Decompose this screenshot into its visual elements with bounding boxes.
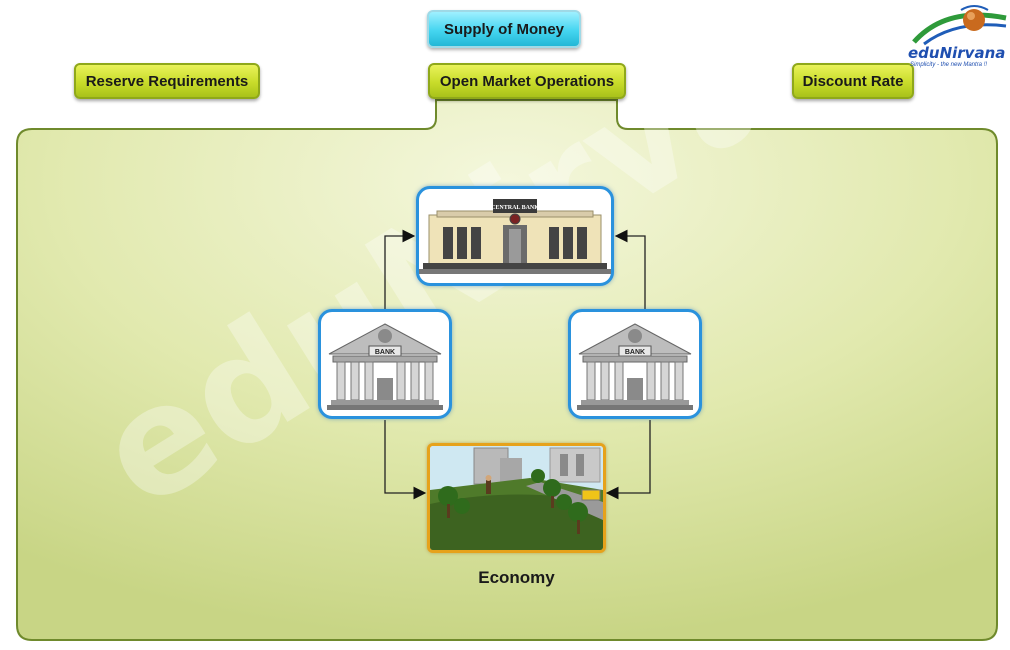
tab-discount-rate-label: Discount Rate xyxy=(802,72,904,90)
right-bank-building-icon: BANK xyxy=(577,323,693,410)
tab-open-market-operations[interactable]: Open Market Operations xyxy=(428,63,626,99)
economy-label: Economy xyxy=(478,568,555,587)
right-bank-card[interactable]: BANK xyxy=(568,309,702,419)
tab-reserve-requirements[interactable]: Reserve Requirements xyxy=(74,63,260,99)
logo-swoosh-icon xyxy=(912,5,1007,46)
logo-tagline: Simplicity - the new Mantra !! xyxy=(910,62,988,68)
economy-card[interactable] xyxy=(427,443,606,553)
arrow-left-bank-to-central xyxy=(384,229,416,310)
right-bank-sign: BANK xyxy=(625,349,645,356)
supply-of-money-button[interactable]: Supply of Money xyxy=(427,10,581,48)
tab-reserve-requirements-label: Reserve Requirements xyxy=(85,72,249,90)
arrow-left-bank-to-economy xyxy=(384,420,427,500)
left-bank-card[interactable]: BANK xyxy=(318,309,452,419)
arrow-right-bank-to-economy xyxy=(605,420,651,500)
central-bank-sign: CENTRAL BANK xyxy=(491,205,539,211)
logo-name: eduNirvana xyxy=(908,44,1006,62)
arrow-right-bank-to-central xyxy=(614,229,646,310)
left-bank-sign: BANK xyxy=(375,349,395,356)
economy-scene-image xyxy=(430,446,603,550)
central-bank-card[interactable]: CENTRAL BANK xyxy=(416,186,614,286)
supply-of-money-label: Supply of Money xyxy=(444,20,564,38)
central-bank-building-icon: CENTRAL BANK xyxy=(419,199,611,274)
tab-open-market-operations-label: Open Market Operations xyxy=(439,72,615,90)
left-bank-building-icon: BANK xyxy=(327,323,443,410)
logo: eduNirvana Simplicity - the new Mantra !… xyxy=(906,2,1010,74)
tab-discount-rate[interactable]: Discount Rate xyxy=(792,63,914,99)
